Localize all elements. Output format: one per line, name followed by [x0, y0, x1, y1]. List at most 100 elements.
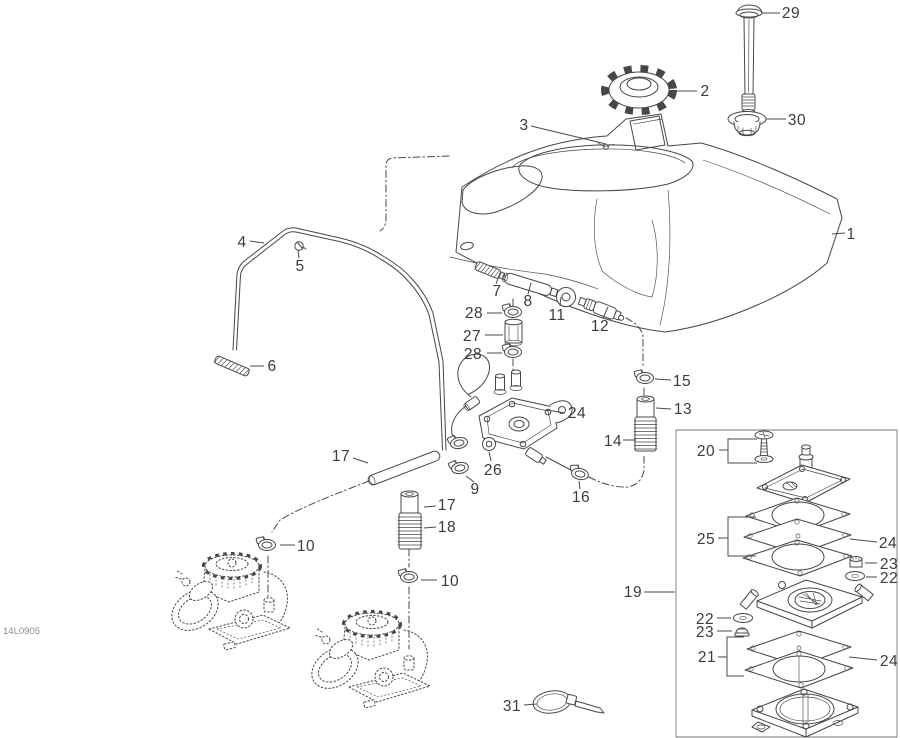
callout-30: 30 — [766, 112, 806, 129]
callout-leader — [423, 505, 437, 508]
filter-column — [501, 298, 523, 372]
fuel-valve-chain — [474, 261, 644, 369]
callout-label-2: 2 — [700, 83, 709, 100]
valve-nut — [849, 556, 863, 568]
pump-detail-box — [675, 429, 898, 738]
callout-26: 26 — [484, 451, 502, 479]
cable-tie — [532, 690, 605, 714]
callout-label-8: 8 — [523, 293, 532, 310]
callout-24b: 24 — [849, 535, 897, 552]
callout-19: 19 — [624, 584, 675, 601]
callout-8: 8 — [523, 282, 532, 310]
callout-label-17b: 17 — [438, 497, 456, 514]
callout-label-24a: 24 — [568, 405, 586, 422]
fuel-cap — [601, 65, 677, 115]
dipstick — [735, 4, 763, 115]
callout-leader — [488, 451, 492, 462]
hose-clamp — [501, 303, 522, 318]
washer — [845, 571, 865, 581]
pump-nut — [482, 437, 496, 451]
callout-leader — [423, 526, 437, 529]
callout-24c: 24 — [848, 653, 898, 670]
callout-leader — [297, 249, 300, 259]
grommet — [556, 287, 576, 308]
callout-leader — [523, 703, 538, 706]
pump-top-cover — [756, 444, 851, 504]
inline-filter-stack — [633, 369, 658, 452]
callout-10a: 10 — [280, 538, 315, 555]
callout-17b: 17 — [423, 497, 456, 514]
callout-leader — [849, 538, 878, 543]
fuel-tube — [502, 272, 559, 298]
check-valve — [734, 627, 750, 637]
callout-leader — [848, 656, 878, 661]
hose-clamp — [397, 568, 418, 583]
callout-label-23a: 23 — [880, 556, 898, 573]
callout-label-13: 13 — [674, 401, 692, 418]
callout-16: 16 — [572, 480, 590, 506]
callout-17a: 17 — [332, 448, 369, 465]
callout-label-25: 25 — [697, 531, 715, 548]
carburetor-1 — [164, 555, 290, 650]
callout-label-30: 30 — [788, 112, 806, 129]
pump-base-flange — [751, 688, 859, 738]
callout-leader — [578, 480, 581, 490]
callout-label-12: 12 — [591, 318, 609, 335]
vent-clip — [294, 241, 307, 251]
callout-label-27: 27 — [463, 328, 481, 345]
callout-13: 13 — [655, 401, 692, 418]
callout-label-14: 14 — [604, 433, 622, 450]
callout-23b: 23 — [696, 624, 732, 641]
callout-leader — [831, 232, 846, 235]
callout-leader — [546, 409, 566, 414]
callout-label-22b: 22 — [696, 611, 714, 628]
callout-leader — [249, 240, 265, 244]
callout-label-23b: 23 — [696, 624, 714, 641]
callout-6: 6 — [250, 358, 276, 375]
callout-1: 1 — [831, 226, 855, 243]
diaphragm-set-upper — [742, 497, 853, 577]
fuel-hose — [367, 450, 441, 486]
callout-5: 5 — [295, 249, 304, 275]
callout-24a: 24 — [546, 405, 586, 422]
fuel-pump — [446, 353, 645, 488]
callout-label-16: 16 — [572, 489, 590, 506]
callout-9: 9 — [465, 475, 479, 498]
callout-label-6: 6 — [267, 358, 276, 375]
callout-29: 29 — [762, 5, 800, 22]
washer — [733, 613, 753, 623]
callout-label-17a: 17 — [332, 448, 350, 465]
callout-22a: 22 — [866, 570, 898, 587]
callout-23a: 23 — [865, 556, 898, 573]
callout-label-26: 26 — [484, 462, 502, 479]
callout-7: 7 — [492, 272, 501, 300]
inline-filter — [504, 318, 523, 347]
diaphragm-set-lower — [744, 630, 854, 689]
pump-screw — [754, 430, 774, 463]
callout-label-20: 20 — [697, 443, 715, 460]
callout-leader — [655, 407, 672, 410]
callout-leader — [559, 296, 562, 307]
vibration-damper — [397, 512, 423, 550]
callout-20: 20 — [697, 438, 757, 464]
callout-12: 12 — [591, 306, 609, 335]
callout-label-28a: 28 — [465, 305, 483, 322]
fuel-tank — [449, 113, 843, 333]
callout-label-21: 21 — [698, 649, 716, 666]
callout-leader — [465, 475, 475, 483]
callout-label-18: 18 — [438, 519, 456, 536]
callout-label-4: 4 — [237, 234, 246, 251]
carburetor-2 — [304, 613, 430, 708]
callout-leader — [727, 516, 756, 557]
callout-leader — [530, 125, 607, 145]
callout-15: 15 — [654, 373, 691, 390]
watermark: 14L0905 — [3, 626, 40, 637]
callout-3: 3 — [519, 117, 607, 145]
callout-22b: 22 — [696, 611, 731, 628]
callout-leader — [654, 378, 672, 381]
callout-label-24c: 24 — [880, 653, 898, 670]
callout-label-10a: 10 — [297, 538, 315, 555]
callout-label-29: 29 — [782, 5, 800, 22]
callout-21: 21 — [698, 636, 744, 677]
